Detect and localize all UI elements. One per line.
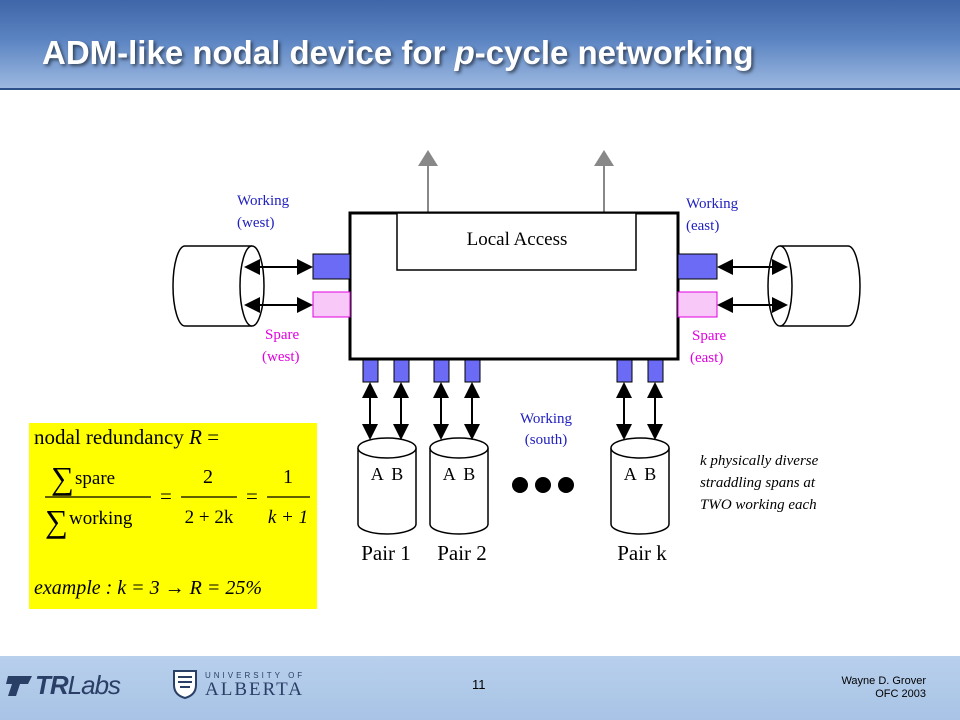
note-line-3: TWO working each (700, 497, 817, 513)
working-south-label: Working (520, 411, 573, 427)
formula-example: example : k = 3 → R = 25% (34, 577, 263, 599)
south-port-2a (433, 359, 450, 383)
alberta-label: ALBERTA (205, 679, 304, 700)
south-port-1a (362, 359, 379, 383)
ellipsis-dot (558, 477, 574, 493)
nodal-device-diagram: Local Access Working (west) Spare (west)… (172, 150, 861, 565)
redundancy-formula-box: nodal redundancy R = ∑ spare ∑ working =… (29, 423, 317, 609)
working-west-label-2: (west) (237, 215, 275, 231)
page-number: 11 (472, 677, 486, 692)
pair-k-cylinder (610, 437, 670, 535)
svg-text:=: = (246, 484, 258, 508)
pair-k-ab: A B (624, 464, 657, 484)
author-name: Wayne D. Grover (841, 675, 926, 687)
ellipsis-dot (535, 477, 551, 493)
author-block: Wayne D. Grover OFC 2003 (841, 675, 926, 701)
svg-text:k + 1: k + 1 (268, 507, 308, 528)
pair-1-label: Pair 1 (361, 541, 411, 565)
note-line-1: k physically diverse (700, 453, 819, 469)
formula-fraction: ∑ spare ∑ working = 2 2 + 2k = 1 k + 1 (45, 461, 310, 539)
spare-east-port (677, 291, 718, 318)
svg-text:working: working (69, 508, 133, 529)
pair-k-label: Pair k (617, 541, 667, 565)
slide-title: ADM-like nodal device for p-cycle networ… (42, 34, 754, 71)
spare-west-port (312, 291, 351, 318)
pair-2-ab: A B (443, 464, 476, 484)
spare-west-label-2: (west) (262, 349, 300, 365)
svg-text:2 + 2k: 2 + 2k (185, 507, 234, 528)
local-access-label: Local Access (467, 229, 568, 250)
working-west-label: Working (237, 193, 290, 209)
note-line-2: straddling spans at (700, 475, 816, 491)
pair-2-label: Pair 2 (437, 541, 487, 565)
working-west-port (312, 253, 351, 280)
pair-1-cylinder (357, 437, 417, 535)
svg-text:=: = (160, 484, 172, 508)
spare-west-label: Spare (265, 327, 299, 343)
pair-1-ab: A B (371, 464, 404, 484)
svg-text:∑: ∑ (51, 461, 74, 496)
east-cable (767, 245, 861, 327)
trlabs-logo: TRLabs (35, 670, 121, 700)
svg-text:2: 2 (203, 466, 213, 488)
university-of-label: UNIVERSITY OF (205, 671, 306, 680)
university-crest-icon (173, 670, 197, 699)
west-cable (172, 245, 265, 327)
spare-east-label: Spare (692, 328, 726, 344)
formula-line-1: nodal redundancy R = (34, 425, 220, 449)
working-south-label-2: (south) (525, 432, 568, 448)
working-east-port (677, 253, 718, 280)
ellipsis-dot (512, 477, 528, 493)
south-port-ka (616, 359, 633, 383)
working-east-label: Working (686, 196, 739, 212)
south-port-1b (393, 359, 410, 383)
pair-2-cylinder (429, 437, 489, 535)
south-links (362, 382, 663, 440)
svg-text:∑: ∑ (45, 503, 68, 539)
conference-name: OFC 2003 (875, 688, 926, 700)
title-bar (0, 0, 960, 90)
svg-text:spare: spare (75, 468, 115, 489)
local-access-box (396, 212, 637, 271)
working-east-label-2: (east) (686, 218, 719, 234)
spare-east-label-2: (east) (690, 350, 723, 366)
trlabs-logo-icon (6, 676, 32, 696)
south-port-kb (647, 359, 664, 383)
svg-text:1: 1 (283, 466, 293, 488)
south-port-2b (464, 359, 481, 383)
footer-bar (0, 656, 960, 720)
